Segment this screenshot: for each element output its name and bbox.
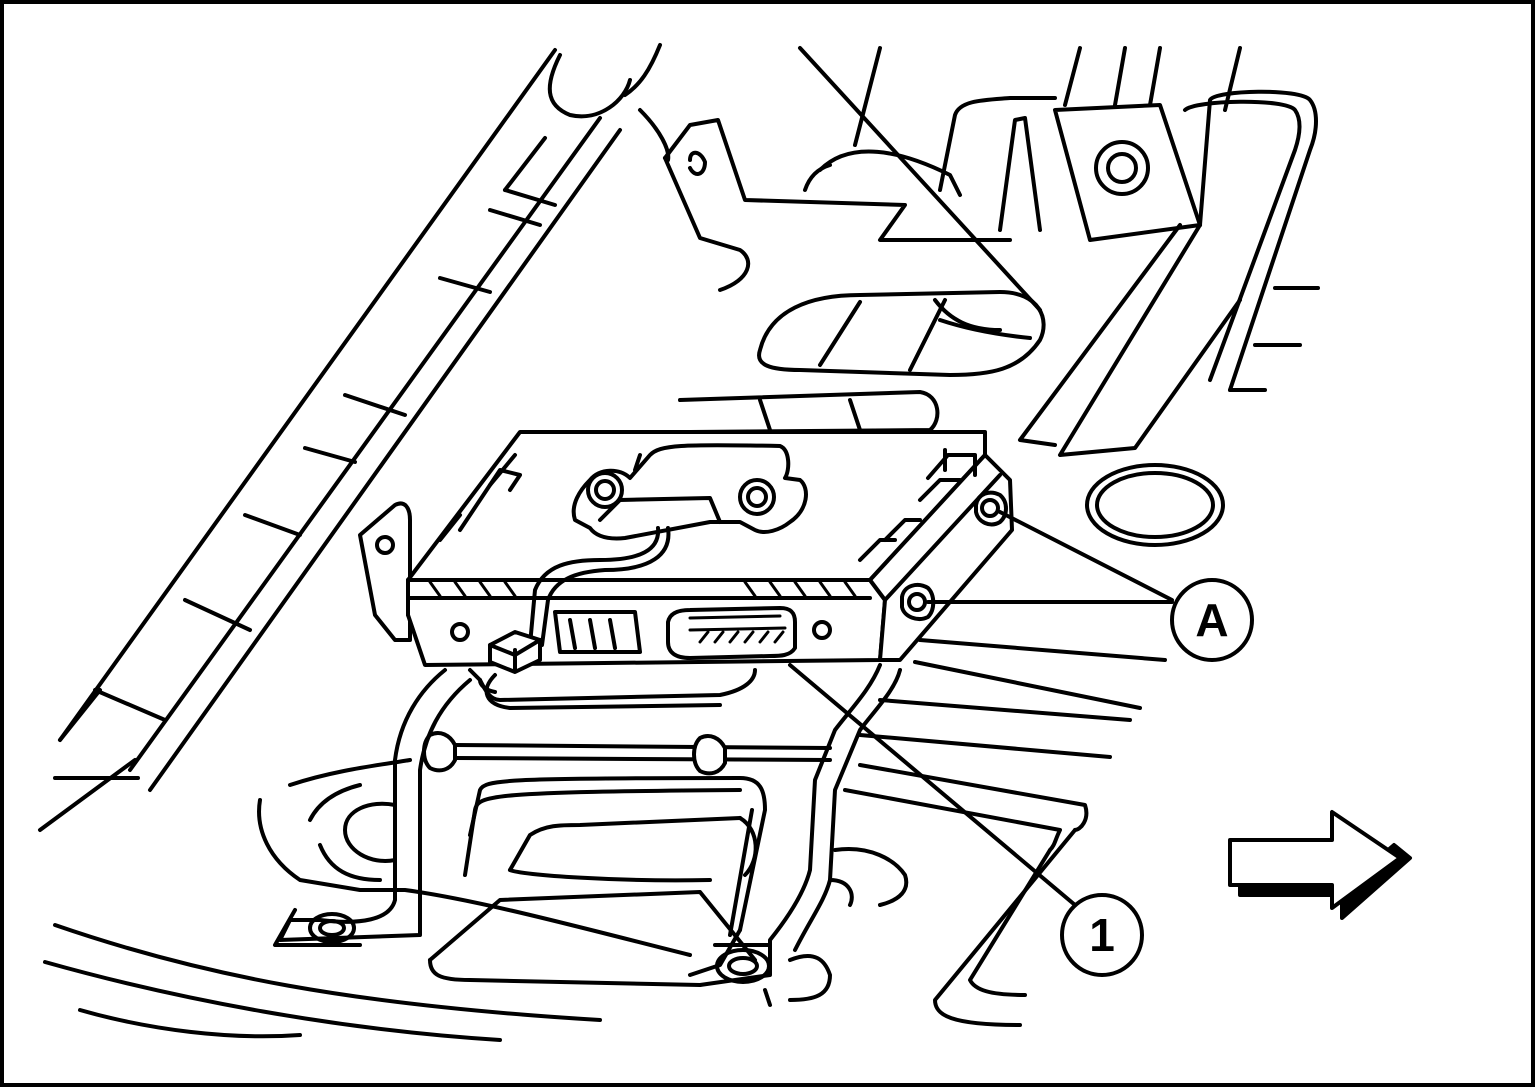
callout-1-label: 1 [1089,909,1115,961]
control-module [358,430,1014,674]
module-mounting-bracket [278,663,902,987]
leader-line-1 [788,663,1077,907]
leader-line-a-upper [998,510,1174,602]
callout-a-circle [1170,578,1254,662]
callout-1-circle [1060,893,1144,977]
callout-1: 1 [788,663,1144,977]
lower-floor-panel [43,638,1167,1042]
arrow-right-icon [1228,810,1412,920]
callout-a: A [926,510,1254,662]
upper-body-bracket [663,46,1320,547]
callout-a-label: A [1195,594,1228,646]
left-pillar-trim [38,43,671,832]
